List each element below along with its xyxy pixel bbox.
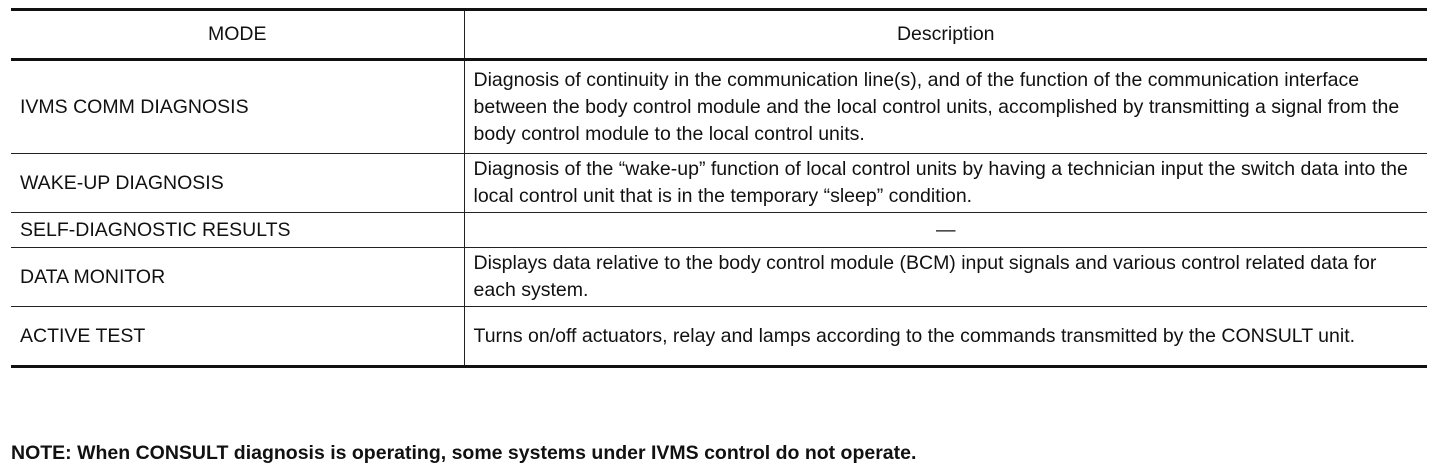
mode-cell: IVMS COMM DIAGNOSIS	[11, 59, 465, 154]
header-description: Description	[463, 8, 1427, 61]
table-row: WAKE-UP DIAGNOSIS Diagnosis of the “wake…	[11, 153, 1427, 213]
mode-cell: SELF-DIAGNOSTIC RESULTS	[11, 212, 465, 248]
operation-note: NOTE: When CONSULT diagnosis is operatin…	[11, 442, 917, 464]
description-cell: Turns on/off actuators, relay and lamps …	[463, 306, 1427, 368]
table-body: IVMS COMM DIAGNOSIS Diagnosis of continu…	[11, 59, 1427, 368]
mode-cell: ACTIVE TEST	[11, 306, 465, 368]
table-row: ACTIVE TEST Turns on/off actuators, rela…	[11, 306, 1427, 368]
description-cell: Displays data relative to the body contr…	[463, 247, 1427, 307]
mode-table-container: MODE Description IVMS COMM DIAGNOSIS Dia…	[11, 8, 1427, 368]
table-row: SELF-DIAGNOSTIC RESULTS —	[11, 212, 1427, 248]
description-cell: Diagnosis of continuity in the communica…	[463, 59, 1427, 154]
table-row: IVMS COMM DIAGNOSIS Diagnosis of continu…	[11, 59, 1427, 154]
description-cell: Diagnosis of the “wake-up” function of l…	[463, 153, 1427, 213]
description-cell: —	[463, 212, 1427, 248]
header-row: MODE Description	[11, 8, 1427, 61]
header-mode: MODE	[11, 8, 465, 61]
table-header: MODE Description	[11, 8, 1427, 61]
mode-cell: DATA MONITOR	[11, 247, 465, 307]
consult-mode-table: MODE Description IVMS COMM DIAGNOSIS Dia…	[11, 8, 1427, 368]
table-row: DATA MONITOR Displays data relative to t…	[11, 247, 1427, 307]
mode-cell: WAKE-UP DIAGNOSIS	[11, 153, 465, 213]
